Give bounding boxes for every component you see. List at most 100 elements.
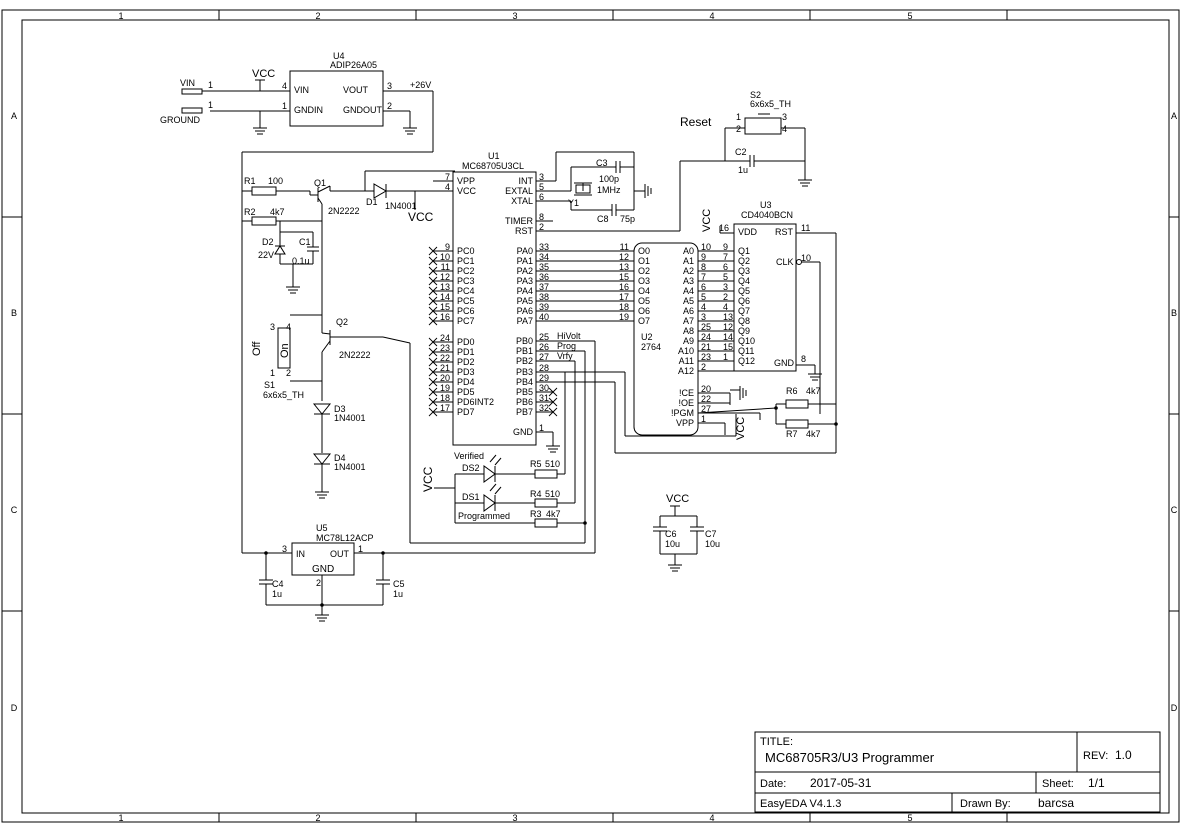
c7-ref: C7 [705, 529, 717, 539]
u1-pinnum-28: 28 [539, 363, 549, 373]
s1-pin-1: 1 [270, 368, 275, 378]
u1-pinnum-37: 37 [539, 282, 549, 292]
u4-value: ADIP26A05 [330, 60, 377, 70]
u3-pinnum-7: 7 [723, 252, 728, 262]
row-label-c-right: C [1171, 505, 1178, 515]
u1-pin-pb1: PB1 [516, 346, 533, 356]
u3-pinnum-1: 1 [723, 352, 728, 362]
switch-section: Q2 2N2222 3 4 1 2 Off On S1 6x6x5_TH D3 … [251, 314, 411, 543]
c7-value: 10u [705, 539, 720, 549]
u1-pinnum-36: 36 [539, 272, 549, 282]
s1-pin-2: 2 [286, 368, 291, 378]
ds2-led [483, 465, 496, 483]
u1-pin-pb5: PB5 [516, 387, 533, 397]
u2-pin-a2: A2 [683, 266, 694, 276]
u3-pinnum-clk: 10 [801, 253, 811, 263]
u4-pin-gndin: GNDIN [294, 105, 323, 115]
d3-ref: D3 [334, 404, 346, 414]
u3-pin-gnd: GND [774, 358, 795, 368]
u1-pinnum-7: 7 [445, 172, 450, 182]
title-label: TITLE: [760, 736, 793, 748]
u3-pin-rst: RST [775, 227, 794, 237]
r2-value: 4k7 [270, 207, 285, 217]
u2-pinnum-addr-21: 21 [701, 342, 711, 352]
u1-pin-pd5: PD5 [457, 387, 475, 397]
c5-value: 1u [393, 589, 403, 599]
col-label-1-bottom: 1 [118, 813, 123, 823]
u1-pin-pa3: PA3 [517, 276, 533, 286]
col-label-3-bottom: 3 [512, 813, 517, 823]
col-label-2-bottom: 2 [315, 813, 320, 823]
u1-pinnum-14: 14 [440, 292, 450, 302]
r4-resistor [534, 498, 558, 508]
u1-pinnum-34: 34 [539, 252, 549, 262]
u1-pinnum-8: 8 [539, 212, 544, 222]
u5-pinnum-gnd: 2 [316, 578, 321, 588]
vpp-regulator: R1 100 R2 4k7 Q1 2N2222 D1 1N4001 VCC [242, 170, 455, 315]
d3-diode [312, 403, 332, 415]
u5-pin-out: OUT [330, 549, 350, 559]
col-label-5-bottom: 5 [907, 813, 912, 823]
u1-pin-pb2: PB2 [516, 356, 533, 366]
q1-ref: Q1 [314, 178, 326, 188]
s1-switch[interactable] [277, 327, 291, 369]
s1-pin-4: 4 [286, 322, 291, 332]
u2-pinnum-addr-3: 3 [701, 312, 706, 322]
u2-pin-a4: A4 [683, 286, 694, 296]
u1-pin-pb6: PB6 [516, 397, 533, 407]
u3-pins: Q19Q27Q36Q45Q53Q62Q74Q813Q912Q1014Q1115Q… [723, 242, 755, 366]
s2-pin-2: 2 [736, 124, 741, 134]
s2-reset-switch[interactable] [744, 117, 782, 135]
u5-pinnum-out: 1 [358, 544, 363, 554]
u1-pinnum-5: 5 [539, 182, 544, 192]
u1-pin-extal: EXTAL [505, 186, 533, 196]
u1-pin-pd2: PD2 [457, 357, 475, 367]
u2-pin-a7: A7 [683, 316, 694, 326]
u2-pinnum-out-11: 11 [620, 242, 629, 252]
u1-pinnum-31: 31 [539, 393, 549, 403]
u1-pinnum-21: 21 [440, 363, 450, 373]
u1-pin-pd1: PD1 [457, 347, 475, 357]
u4-ref: U4 [333, 51, 345, 61]
c2-ref: C2 [735, 147, 747, 157]
d1-value: 1N4001 [385, 201, 417, 211]
u1-pin-pc0: PC0 [457, 246, 475, 256]
u3-pin-q12: Q12 [738, 356, 755, 366]
q1-value: 2N2222 [328, 206, 360, 216]
net-reset: Reset [680, 115, 712, 129]
u1-pin-xtal: XTAL [511, 196, 533, 206]
u1-left-pins: VPP7VCC4PC09PC110PC211PC312PC413PC514PC6… [428, 172, 494, 417]
u3-pinnum-13: 13 [723, 312, 733, 322]
u3-ref: U3 [760, 200, 772, 210]
u2-pin-ctrl-3: VPP [676, 418, 694, 428]
u3-pinnum-rst: 11 [801, 223, 810, 233]
r5-ref: R5 [530, 459, 542, 469]
u1-pinnum-35: 35 [539, 262, 549, 272]
u1-pin-pd0: PD0 [457, 337, 475, 347]
u1-pinnum-18: 18 [440, 393, 450, 403]
c1-ref: C1 [299, 237, 311, 247]
u3-pinnum-15: 15 [723, 342, 733, 352]
d1-diode [373, 183, 387, 199]
u1-pin-pa6: PA6 [517, 306, 533, 316]
u2-value: 2764 [641, 342, 661, 352]
u2-pin-ctrl-0: !CE [679, 388, 694, 398]
u3-value: CD4040BCN [741, 210, 793, 220]
vcc-label-d1: VCC [408, 210, 434, 224]
u3-pinnum-9: 9 [723, 242, 728, 252]
col-label-4-bottom: 4 [709, 813, 714, 823]
col-label-3: 3 [512, 11, 517, 21]
c4-value: 1u [272, 589, 282, 599]
u3-pinnum-4: 4 [723, 302, 728, 312]
u1-pin-pc4: PC4 [457, 286, 475, 296]
u1-pin-pd4: PD4 [457, 377, 475, 387]
u1-mcu: U1 MC68705U3CL [452, 151, 537, 446]
u1-pinnum-4: 4 [445, 182, 450, 192]
r3-resistor [534, 518, 558, 528]
y1-value: 1MHz [597, 185, 621, 195]
u2-pinnum-addr-7: 7 [701, 272, 706, 282]
u2-pinnum-addr-4: 4 [701, 302, 706, 312]
u2-pinnum-out-17: 17 [619, 292, 629, 302]
net-ground: GROUND [160, 115, 200, 125]
col-label-4: 4 [709, 11, 714, 21]
